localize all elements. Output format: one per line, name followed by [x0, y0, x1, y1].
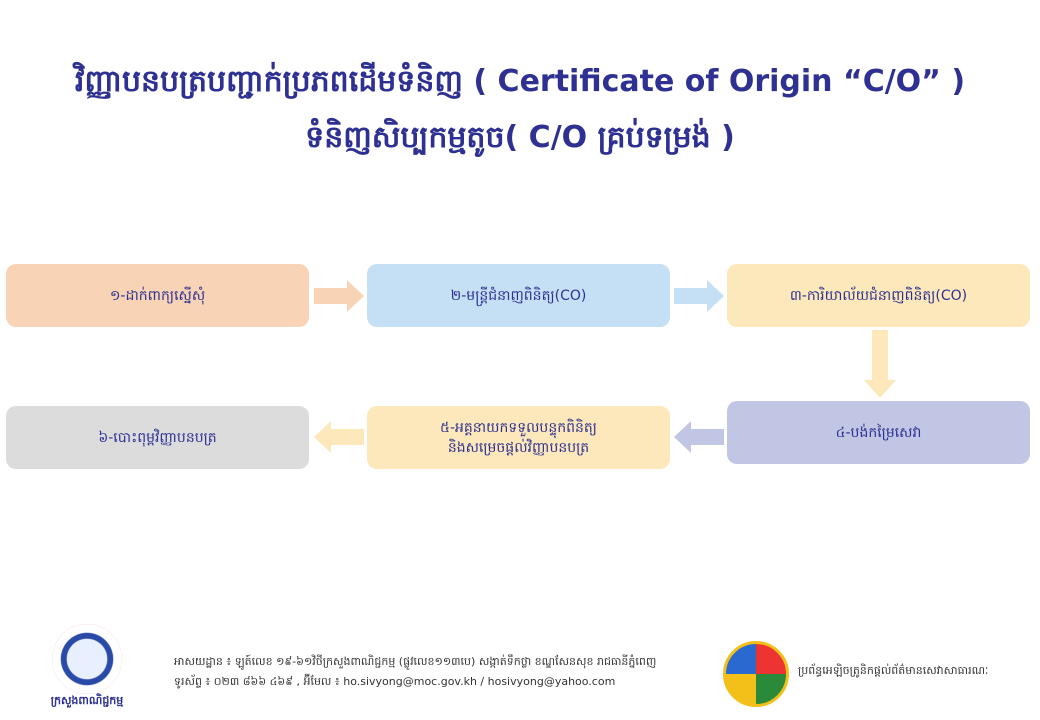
page-title: វិញ្ញាបនបត្របញ្ជាក់ប្រភពដើមទំនិញ ( Certi… [74, 64, 966, 99]
contact-text: ទូរស័ព្ទ ៖ ០២៣ ៨៦៦ ៤៦៩ , អ៊ីមែល ៖ ho.siv… [174, 675, 616, 688]
arrow-down-icon [864, 330, 896, 398]
step-label: ៦-បោះពុម្ពវិញ្ញាបនបត្រ [98, 429, 217, 446]
arrow-left-icon [314, 421, 364, 453]
arrow-left-icon [674, 421, 724, 453]
public-service-logo [723, 641, 789, 707]
step-label: ២-មន្ត្រីជំនាញពិនិត្យ(CO) [450, 287, 587, 304]
address-text: អាសយដ្ឋាន ៖ ឡូត៍លេខ ១៩-៦១វិថីក្រសួងពាណិជ… [174, 655, 657, 668]
step-6-print-certificate: ៦-បោះពុម្ពវិញ្ញាបនបត្រ [6, 406, 309, 469]
step-label: ១-ដាក់ពាក្យស្នើសុំ [109, 287, 206, 304]
arrow-right-icon [314, 280, 364, 312]
ministry-of-commerce-logo [52, 624, 122, 694]
page-subtitle: ទំនិញសិប្បកម្មតូច( C/O គ្រប់ទម្រង់ ) [305, 120, 735, 155]
step-4-pay-fee: ៤-បង់កម្រៃសេវា [727, 401, 1030, 464]
step-2-officer-review: ២-មន្ត្រីជំនាញពិនិត្យ(CO) [367, 264, 670, 327]
public-service-text: ប្រព័ន្ធអេឡិចត្រូនិកផ្តល់ព័ត៌មានសេវាសាធា… [798, 664, 989, 677]
step-label-line2: និងសម្រេចផ្តល់វិញ្ញាបនបត្រ [447, 439, 590, 456]
ministry-name: ក្រសួងពាណិជ្ជកម្ម [50, 694, 124, 707]
step-label: ៤-បង់កម្រៃសេវា [835, 424, 922, 441]
step-1-submit-application: ១-ដាក់ពាក្យស្នើសុំ [6, 264, 309, 327]
step-label: ៥-អគ្គនាយកទទួលបន្ទុកពិនិត្យ [440, 419, 597, 436]
step-5-director-approval: ៥-អគ្គនាយកទទួលបន្ទុកពិនិត្យនិងសម្រេចផ្តល… [367, 406, 670, 469]
arrow-right-icon [674, 280, 724, 312]
step-label: ៣-ការិយាល័យជំនាញពិនិត្យ(CO) [789, 287, 968, 304]
step-3-office-review: ៣-ការិយាល័យជំនាញពិនិត្យ(CO) [727, 264, 1030, 327]
